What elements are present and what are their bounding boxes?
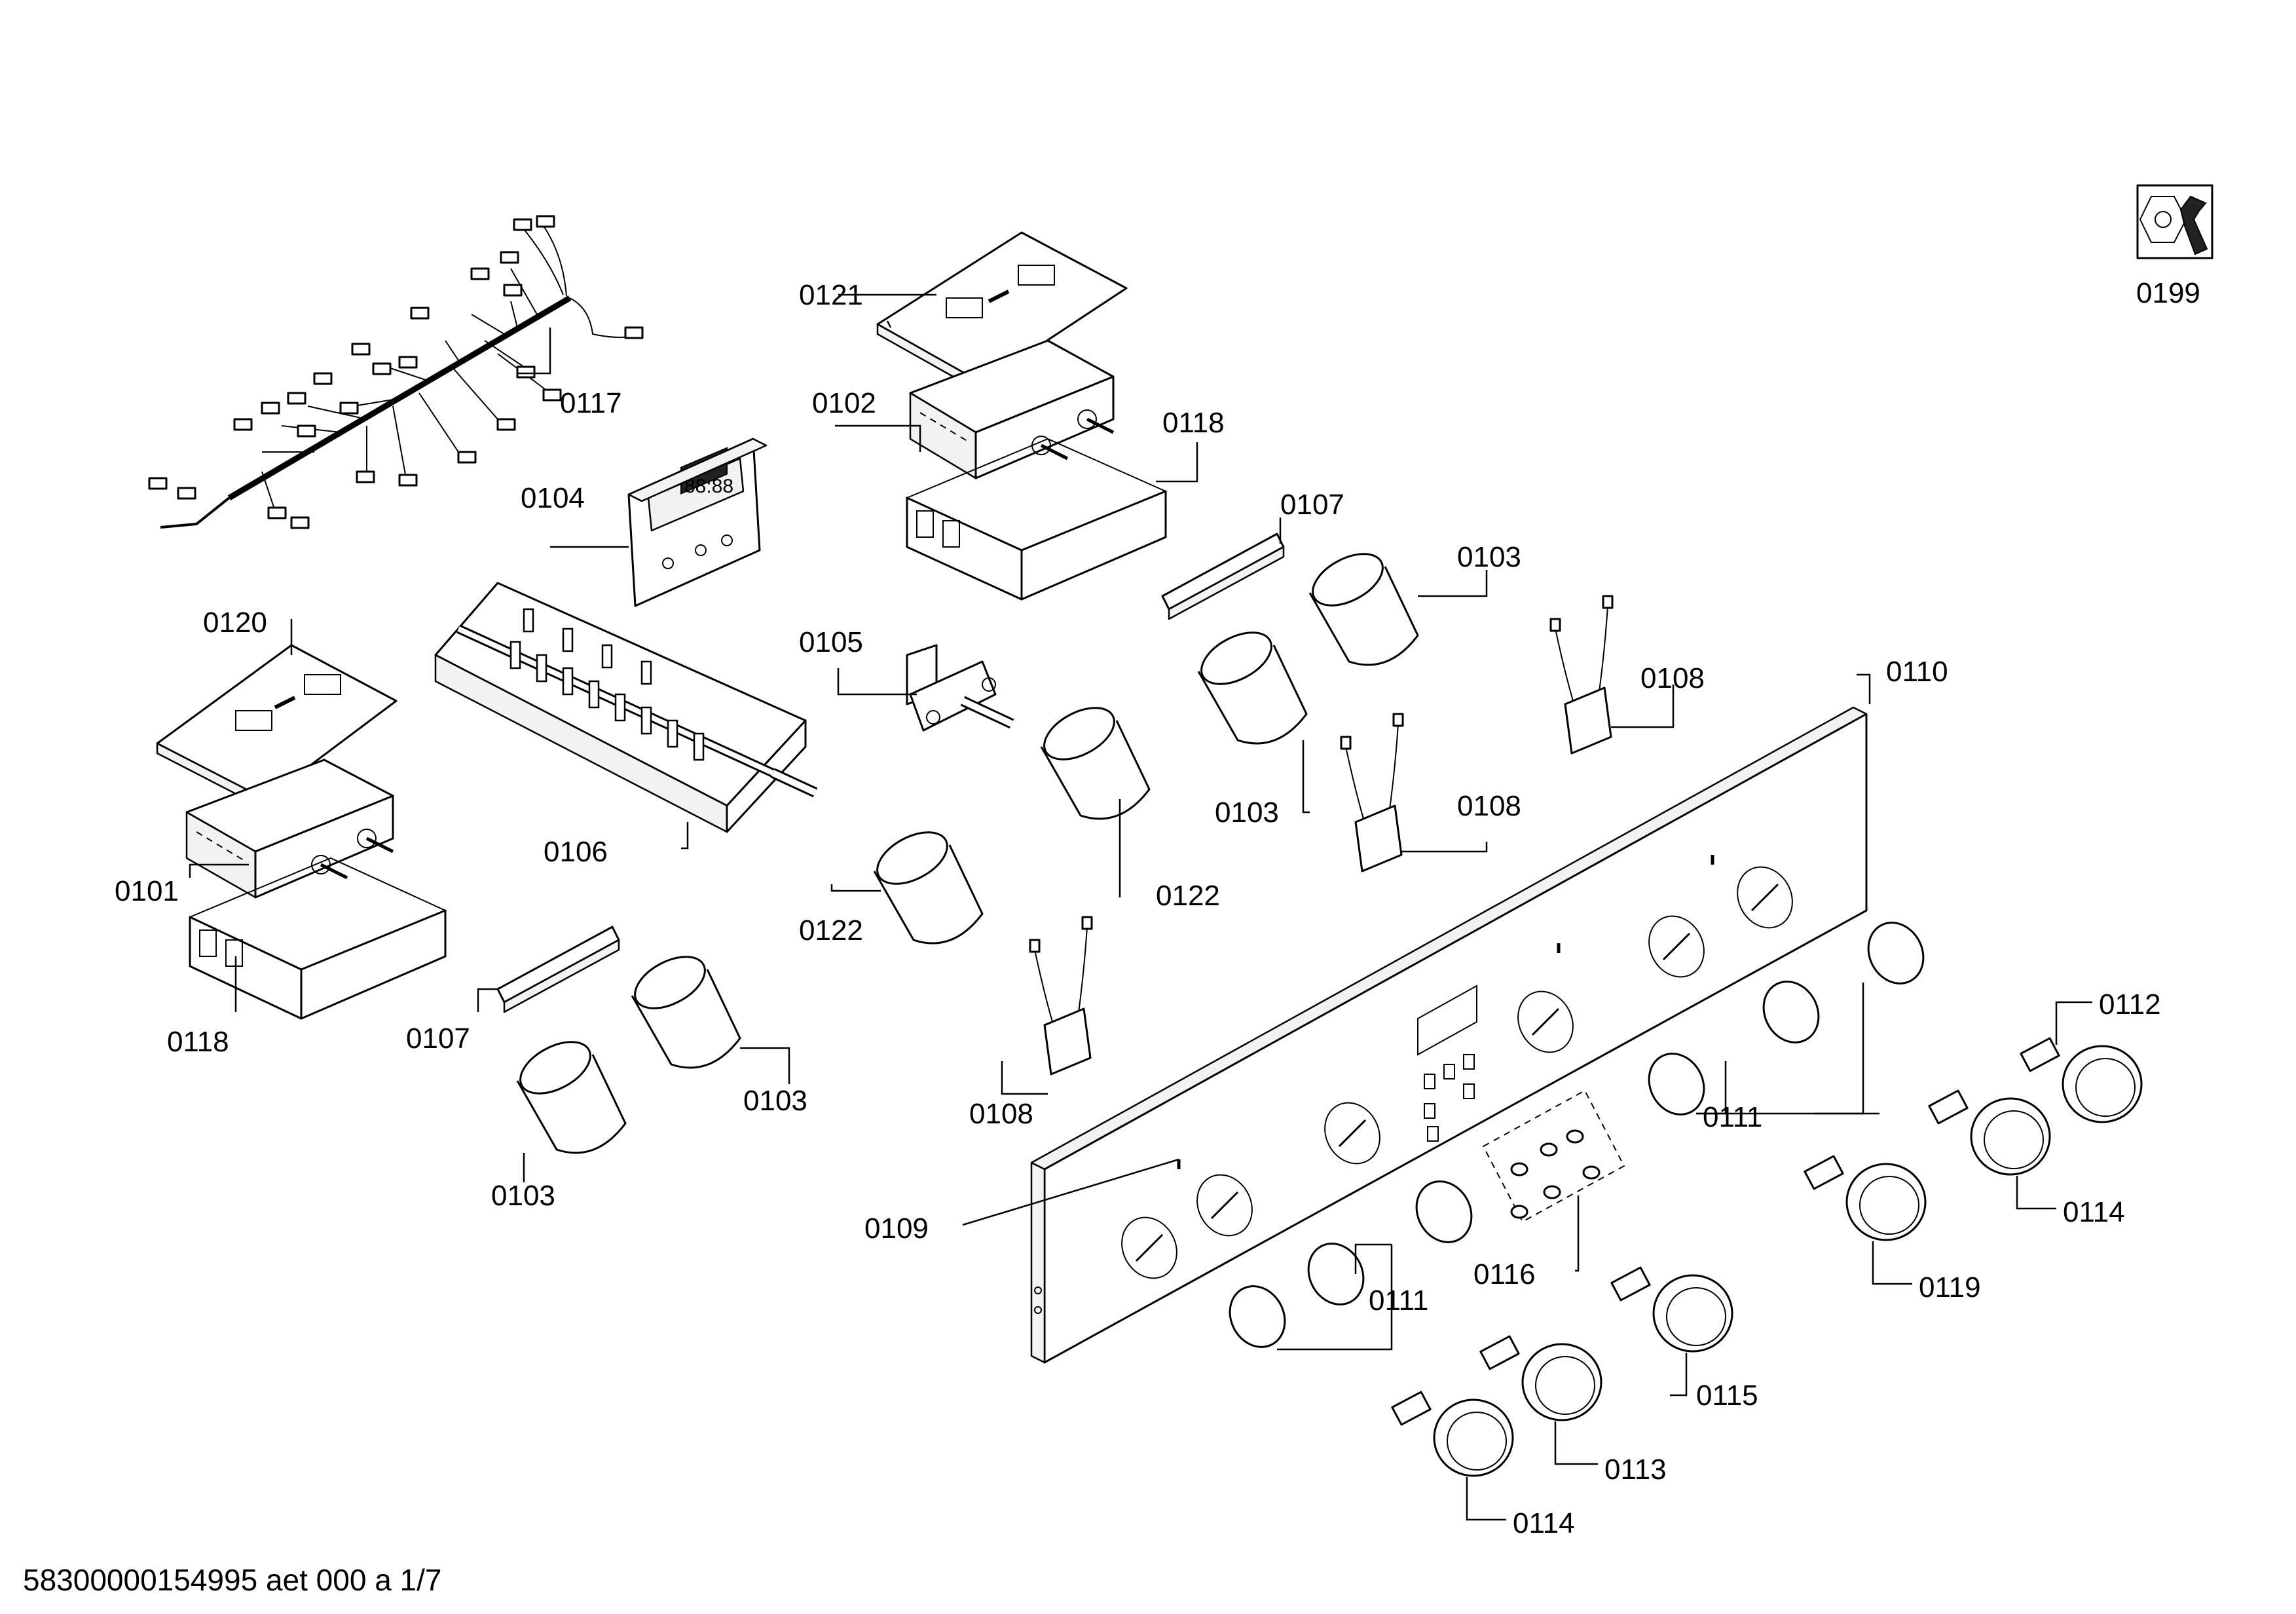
part-label-0115: 0115 <box>1696 1379 1758 1412</box>
part-label-0122a: 0122 <box>1156 880 1220 912</box>
wiring-harness-part <box>148 215 644 529</box>
part-label-0118b: 0118 <box>167 1026 229 1058</box>
control-strip-part-upper <box>1161 533 1285 620</box>
control-knob-part-0119 <box>1804 1155 1927 1241</box>
part-label-0111b: 0111 <box>1369 1285 1428 1317</box>
knob-sleeve-part-2 <box>1197 631 1308 745</box>
wrench-nut-icon <box>2136 184 2213 259</box>
screw-set-part <box>1482 1089 1625 1223</box>
indicator-lamp-part-1 <box>1549 595 1614 755</box>
part-label-0101: 0101 <box>115 875 179 907</box>
part-label-0108b: 0108 <box>1457 790 1521 822</box>
switch-module-part-lower <box>185 759 394 899</box>
indicator-lamp-part-2 <box>1340 713 1404 873</box>
control-knob-part-0113 <box>1479 1335 1602 1421</box>
part-label-0102: 0102 <box>812 387 876 419</box>
switch-housing-part-lower <box>188 857 447 1020</box>
part-label-0119: 0119 <box>1919 1271 1981 1304</box>
part-label-0103c: 0103 <box>743 1085 807 1117</box>
document-id: 58300000154995 aet 000 a 1/7 <box>23 1563 442 1597</box>
part-label-0114b: 0114 <box>1513 1507 1575 1539</box>
control-knob-part-0115 <box>1610 1266 1733 1353</box>
part-label-0105: 0105 <box>799 626 863 658</box>
part-label-0108a: 0108 <box>1640 662 1705 694</box>
part-label-0120: 0120 <box>203 607 267 639</box>
control-panel-part <box>1030 706 1868 1364</box>
control-knob-part-0114a <box>1928 1089 2051 1176</box>
switch-module-part-upper <box>909 339 1115 479</box>
knob-ring-part-set <box>1229 922 1925 1348</box>
part-label-0103b: 0103 <box>1215 797 1279 829</box>
part-label-0107a: 0107 <box>1280 489 1344 521</box>
control-knob-part-0114b <box>1391 1391 1514 1477</box>
knob-sleeve-part-4 <box>873 831 984 945</box>
part-label-0103a: 0103 <box>1457 541 1521 573</box>
part-label-0116: 0116 <box>1473 1258 1536 1290</box>
knob-sleeve-part-3 <box>1040 707 1151 820</box>
part-label-0118a: 0118 <box>1162 407 1225 439</box>
control-strip-part-lower <box>496 926 620 1013</box>
part-label-0106: 0106 <box>544 836 608 868</box>
rotary-switch-part <box>906 644 1014 732</box>
electronic-timer-part: 88:88 <box>627 438 768 607</box>
part-label-0121: 0121 <box>799 279 863 311</box>
part-label-0109: 0109 <box>864 1212 929 1245</box>
part-label-0103d: 0103 <box>491 1180 555 1212</box>
leader-lines <box>189 293 2092 1521</box>
part-label-0113: 0113 <box>1604 1454 1667 1486</box>
knob-sleeve-part-5 <box>631 956 741 1069</box>
switch-housing-part-upper <box>905 438 1168 601</box>
part-label-0107b: 0107 <box>406 1023 470 1055</box>
selector-switch-block-part <box>434 582 818 833</box>
part-label-0112: 0112 <box>2099 988 2161 1021</box>
part-label-0110: 0110 <box>1886 656 1948 688</box>
part-label-0111a: 0111 <box>1703 1101 1762 1133</box>
part-label-0199: 0199 <box>2136 277 2200 309</box>
knob-sleeve-part-1 <box>1308 553 1419 666</box>
part-label-0117: 0117 <box>560 387 622 419</box>
knob-sleeve-part-6 <box>516 1041 627 1154</box>
part-label-0108c: 0108 <box>969 1098 1033 1130</box>
part-label-0114a: 0114 <box>2063 1196 2125 1228</box>
part-label-0104: 0104 <box>521 482 585 514</box>
indicator-lamp-part-3 <box>1029 916 1093 1076</box>
part-label-0122b: 0122 <box>799 914 863 947</box>
control-knob-part-0112 <box>2020 1037 2143 1123</box>
